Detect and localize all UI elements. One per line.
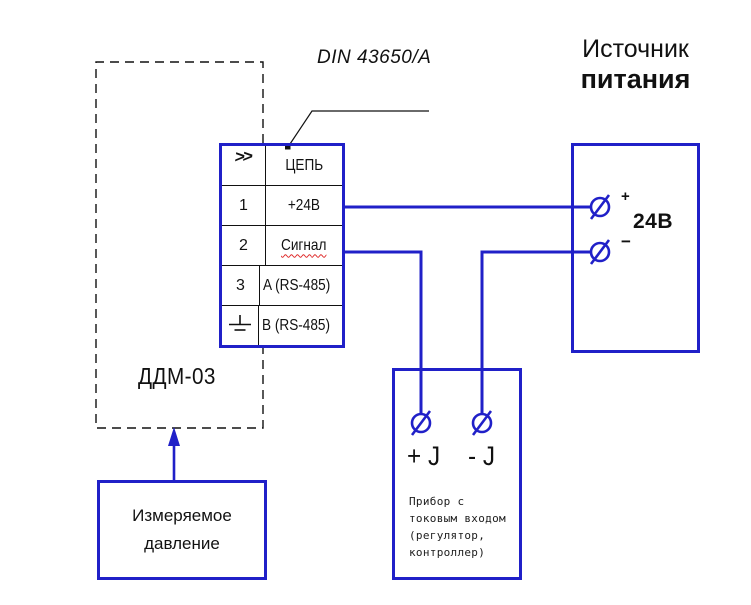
device-description-line: контроллер) (409, 546, 486, 559)
device-description-line: токовым входом (409, 512, 506, 525)
wire-signal-to-plus-j (344, 250, 423, 414)
pin-number: 1 (222, 186, 266, 225)
power-plus-label: + (621, 188, 630, 205)
pressure-label-line2: давление (144, 534, 220, 553)
pin-row-2: 2 Сигнал (222, 226, 342, 266)
device-description-line: Прибор с (409, 495, 465, 508)
connector-pin-table: >> ЦЕПЬ 1 +24В 2 Сигнал 3 A (RS-485) (219, 143, 345, 348)
din-leader-line (287, 110, 429, 148)
power-source-title-line2: питания (580, 64, 691, 94)
measured-pressure-box: Измеряемое давление (97, 480, 267, 580)
power-minus-label: − (621, 232, 631, 251)
circuit-label: Сигнал (281, 236, 327, 254)
minus-j-terminal-label: - J (468, 441, 495, 471)
current-input-device-box: + J - J Прибор с токовым входом (регулят… (392, 368, 522, 580)
din-connector-label: DIN 43650/A (317, 47, 432, 68)
circuit-label: +24В (287, 196, 321, 214)
terminal-icon-power-minus (589, 239, 611, 265)
terminal-icon-minus-j (471, 410, 493, 436)
pin-row-1: 1 +24В (222, 186, 342, 226)
pin-number: 3 (222, 266, 260, 305)
wire-minus-j-return (480, 250, 591, 414)
power-source-box: + − 24В (571, 143, 700, 353)
device-description: Прибор с токовым входом (регулятор, конт… (409, 493, 506, 561)
pressure-arrow-head (168, 427, 180, 446)
plug-chevrons-icon: >> (233, 146, 252, 167)
plug-pin-cell: >> (222, 146, 266, 185)
terminal-icon-power-plus (589, 194, 611, 220)
pressure-label-line1: Измеряемое (132, 506, 232, 525)
pin-row-ground: B (RS-485) (222, 306, 342, 345)
earth-ground-icon (228, 315, 251, 331)
sensor-model-label: ДДМ-03 (138, 363, 216, 389)
sensor-dashed-outline (95, 61, 264, 429)
power-source-title-line1: Источник (582, 35, 689, 63)
device-description-line: (регулятор, (409, 529, 486, 542)
pin-number: 2 (222, 226, 266, 265)
circuit-header-cell: ЦЕПЬ (285, 156, 323, 174)
voltage-label: 24В (633, 210, 674, 233)
circuit-label: B (RS-485) (261, 316, 330, 334)
terminal-icon-plus-j (410, 410, 432, 436)
power-source-title: Источник питания (553, 34, 718, 94)
plus-j-terminal-label: + J (407, 441, 441, 471)
pin-ground-cell (222, 306, 259, 345)
pin-row-3: 3 A (RS-485) (222, 266, 342, 306)
pin-table-header-row: >> ЦЕПЬ (222, 146, 342, 186)
din-leader-dot (285, 144, 291, 150)
circuit-label: A (RS-485) (262, 276, 331, 294)
